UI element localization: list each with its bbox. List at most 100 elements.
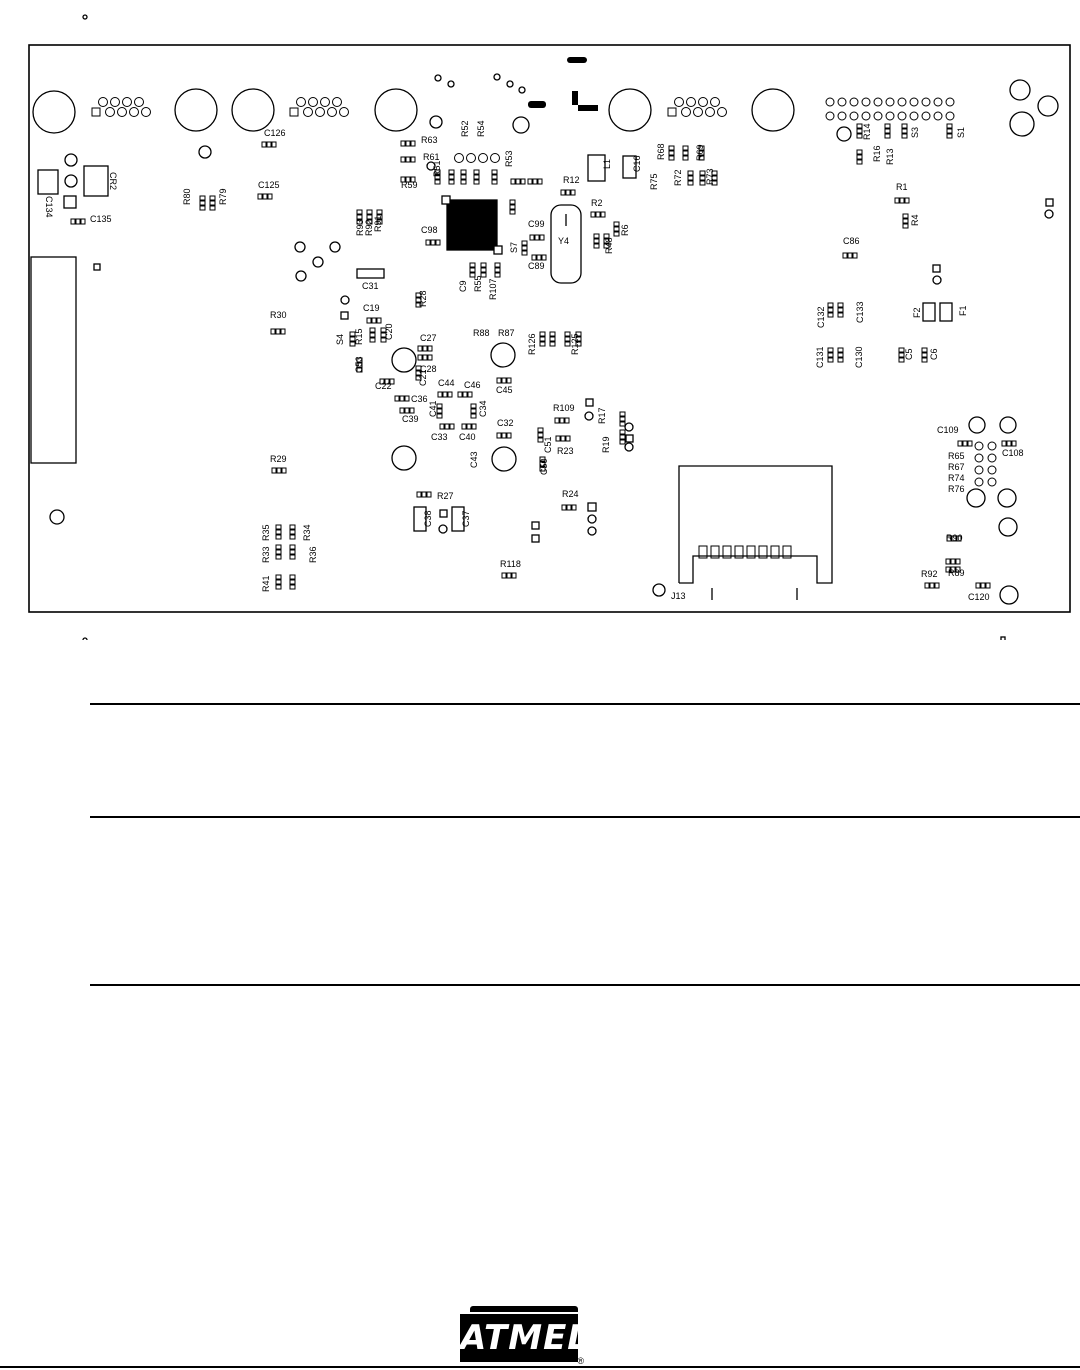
designator-j13: J13 xyxy=(671,591,686,601)
pin-hole xyxy=(296,97,306,107)
smd-pad xyxy=(405,156,411,163)
smd-pad xyxy=(687,175,694,181)
smd-pad xyxy=(394,395,400,402)
smd-pad xyxy=(827,357,834,363)
designator-mn11: MN11 xyxy=(460,218,483,228)
designator-c22: C22 xyxy=(375,381,392,391)
smd-pad xyxy=(571,504,577,511)
smd-pad xyxy=(369,327,376,333)
smd-pad xyxy=(275,529,282,535)
smd-pad xyxy=(369,337,376,343)
smd-pad xyxy=(613,226,620,232)
smd-pad xyxy=(856,128,863,134)
pin-hole xyxy=(945,97,955,107)
smd-pad xyxy=(271,467,277,474)
smd-pad xyxy=(884,128,891,134)
pin-hole xyxy=(327,107,337,117)
designator-r63: R63 xyxy=(421,135,438,145)
jack-1 xyxy=(32,90,76,134)
smd-pad xyxy=(509,209,516,215)
smd-pad xyxy=(950,566,956,573)
smd-pad xyxy=(698,545,708,559)
designator-c126: C126 xyxy=(264,128,286,138)
smd-pad xyxy=(501,377,507,384)
designator-r52: R52 xyxy=(460,120,470,137)
smd-pad xyxy=(356,362,363,368)
smd-pad xyxy=(1006,440,1012,447)
smd-pad xyxy=(902,218,909,224)
smd-pad xyxy=(537,178,543,185)
smd-pad xyxy=(561,504,567,511)
smd-pad xyxy=(366,209,373,215)
smd-pad xyxy=(566,504,572,511)
smd-pad xyxy=(837,302,844,308)
smd-pad xyxy=(537,432,544,438)
smd-pad xyxy=(856,154,863,160)
pin-hole xyxy=(686,97,696,107)
designator-c20: C20 xyxy=(384,323,394,340)
smd-pad xyxy=(946,128,953,134)
designator-c51: C51 xyxy=(543,436,553,453)
pin-hole xyxy=(861,97,871,107)
smd-pad xyxy=(827,347,834,353)
designator-c46: C46 xyxy=(464,380,481,390)
pin-hole xyxy=(122,97,132,107)
smd-pad xyxy=(289,584,296,590)
smd-pad xyxy=(619,411,626,417)
smd-pad xyxy=(521,250,528,256)
separator-line-2 xyxy=(90,816,1080,818)
pin-hole xyxy=(987,477,997,487)
smd-pad xyxy=(480,267,487,273)
connector-j13 xyxy=(678,465,833,584)
designator-c32: C32 xyxy=(497,418,514,428)
smd-pad xyxy=(199,200,206,206)
smd-pad xyxy=(593,238,600,244)
smd-pad xyxy=(349,336,356,342)
chip-mn11 xyxy=(446,199,498,251)
pin-square xyxy=(289,107,299,117)
pin-hole xyxy=(339,107,349,117)
smd-pad xyxy=(975,582,981,589)
jack-5 xyxy=(608,88,652,132)
smd-pad xyxy=(746,545,756,559)
smd-pad xyxy=(376,209,383,215)
smd-pad xyxy=(389,378,395,385)
designator-r92: R92 xyxy=(364,219,374,236)
smd-pad xyxy=(600,211,606,218)
smd-pad xyxy=(515,178,521,185)
designator-r53: R53 xyxy=(504,150,514,167)
pin-hole xyxy=(933,97,943,107)
designator-c41: C41 xyxy=(428,400,438,417)
smd-pad xyxy=(539,456,546,462)
smd-pad xyxy=(894,197,900,204)
smd-pad xyxy=(668,150,675,156)
smd-pad xyxy=(613,231,620,237)
smd-pad xyxy=(698,145,705,151)
smd-pad xyxy=(470,408,477,414)
smd-pad xyxy=(289,524,296,530)
footer-line xyxy=(0,1366,1080,1368)
smd-pad xyxy=(491,174,498,180)
logo-registered-mark: ® xyxy=(577,1356,584,1366)
designator-r41: R41 xyxy=(261,575,271,592)
pin-hole xyxy=(974,441,984,451)
smd-pad xyxy=(281,467,287,474)
designator-c99: C99 xyxy=(528,219,545,229)
designator-c19: C19 xyxy=(363,303,380,313)
smd-pad xyxy=(758,545,768,559)
smd-pad xyxy=(539,331,546,337)
smd-pad xyxy=(699,170,706,176)
smd-pad xyxy=(289,574,296,580)
designator-r36: R36 xyxy=(308,546,318,563)
smd-pad xyxy=(261,141,267,148)
pin-hole xyxy=(873,97,883,107)
smd-pad xyxy=(467,391,473,398)
pin-hole xyxy=(974,453,984,463)
smd-pad xyxy=(415,292,422,298)
designator-r48: R48 xyxy=(604,237,614,254)
designator-c98: C98 xyxy=(421,225,438,235)
designator-c44: C44 xyxy=(438,378,455,388)
smd-pad xyxy=(549,331,556,337)
smd-pad xyxy=(955,566,961,573)
smd-pad xyxy=(421,491,427,498)
